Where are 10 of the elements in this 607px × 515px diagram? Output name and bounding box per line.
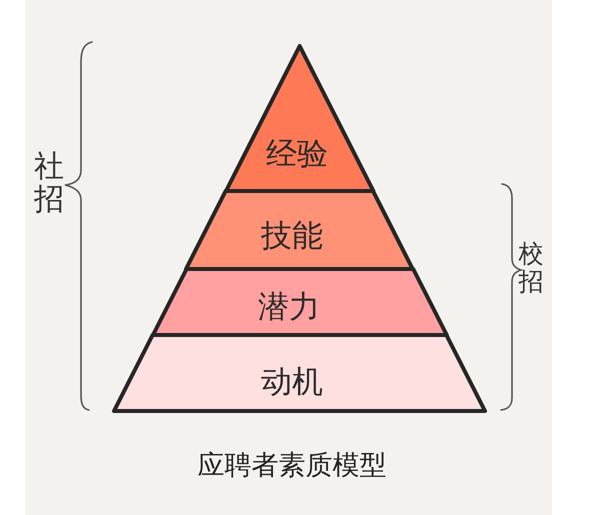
pyramid-top-triangle [222, 43, 376, 194]
tier-label: 动机 [261, 364, 323, 400]
tier-label: 潜力 [258, 290, 320, 324]
brace-label: 校招 [518, 240, 544, 295]
tier-label: 技能 [260, 218, 323, 254]
pyramid-layer [111, 332, 488, 414]
pyramid-layer [183, 188, 416, 272]
diagram-caption: 应聘者素质模型 [198, 450, 386, 482]
tier-label: 经验 [266, 136, 328, 172]
brace-label: 社招 [34, 150, 64, 216]
